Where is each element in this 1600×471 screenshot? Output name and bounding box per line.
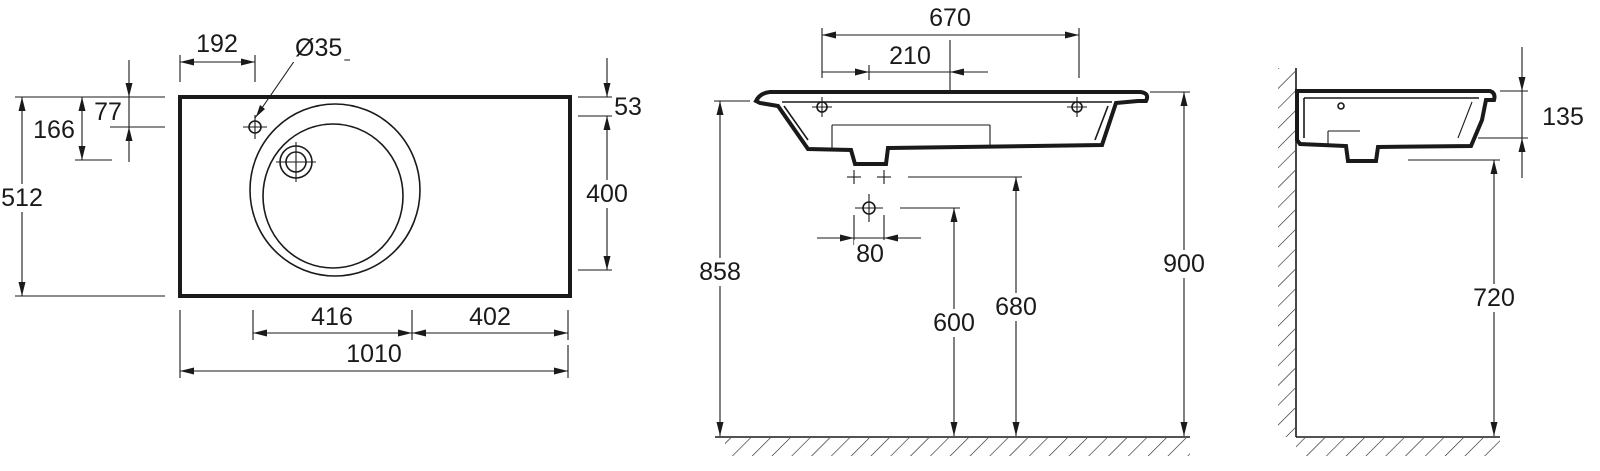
label-backing xyxy=(1540,103,1586,131)
dim-77: 77 xyxy=(94,98,122,126)
label-backing xyxy=(194,30,240,58)
dim-1010: 1010 xyxy=(346,340,402,368)
basin-profile-front xyxy=(753,90,1150,166)
top-view: 192 Ø35 77 166 512 53 xyxy=(0,30,644,378)
overflow-hole-icon xyxy=(1337,102,1345,110)
side-view: 135 720 xyxy=(1278,47,1586,456)
tap-hole-left-icon xyxy=(812,97,832,117)
dim-720: 720 xyxy=(1473,284,1515,312)
dim-416: 416 xyxy=(311,303,353,331)
label-backing xyxy=(993,293,1039,321)
dim-600: 600 xyxy=(933,309,975,337)
dim-400: 400 xyxy=(586,180,628,208)
label-backing xyxy=(92,98,124,126)
dim-166: 166 xyxy=(33,116,75,144)
label-backing xyxy=(309,303,355,331)
tap-hole-right-icon xyxy=(1067,97,1087,117)
waste-mark-icon xyxy=(847,170,891,184)
drain-icon xyxy=(276,142,316,182)
front-view: 670 210 80 858 xyxy=(697,4,1207,456)
dim-diameter-35: Ø35 xyxy=(295,34,342,62)
label-backing xyxy=(0,184,45,212)
dim-402: 402 xyxy=(469,303,511,331)
label-backing xyxy=(1161,250,1207,278)
floor-hatch-front xyxy=(725,438,1190,456)
label-backing xyxy=(931,309,977,337)
basin-profile-side xyxy=(1295,89,1497,163)
dim-53: 53 xyxy=(614,93,642,121)
dim-858: 858 xyxy=(699,258,741,286)
basin-outline xyxy=(178,95,572,298)
label-backing xyxy=(927,4,973,32)
label-backing xyxy=(584,180,630,208)
tap-hole-icon xyxy=(243,115,267,139)
dim-670: 670 xyxy=(929,4,971,32)
dim-192: 192 xyxy=(196,30,238,58)
bowl-inner xyxy=(262,123,404,269)
trap-outlet-icon xyxy=(855,194,883,222)
label-backing xyxy=(31,116,77,144)
label-backing xyxy=(612,93,644,121)
label-backing xyxy=(293,34,345,62)
wall-hatch xyxy=(1278,68,1295,437)
floor-hatch-side xyxy=(1296,438,1500,456)
dim-512: 512 xyxy=(1,184,43,212)
label-backing xyxy=(1471,284,1517,312)
label-backing xyxy=(854,240,886,268)
bowl-outer xyxy=(249,103,421,277)
dim-900: 900 xyxy=(1163,250,1205,278)
dim-680: 680 xyxy=(995,293,1037,321)
label-backing xyxy=(887,42,933,70)
dim-210: 210 xyxy=(889,42,931,70)
label-backing xyxy=(697,258,743,286)
dim-135: 135 xyxy=(1542,103,1584,131)
dim-80: 80 xyxy=(856,240,884,268)
label-backing xyxy=(344,340,404,368)
label-backing xyxy=(467,303,513,331)
